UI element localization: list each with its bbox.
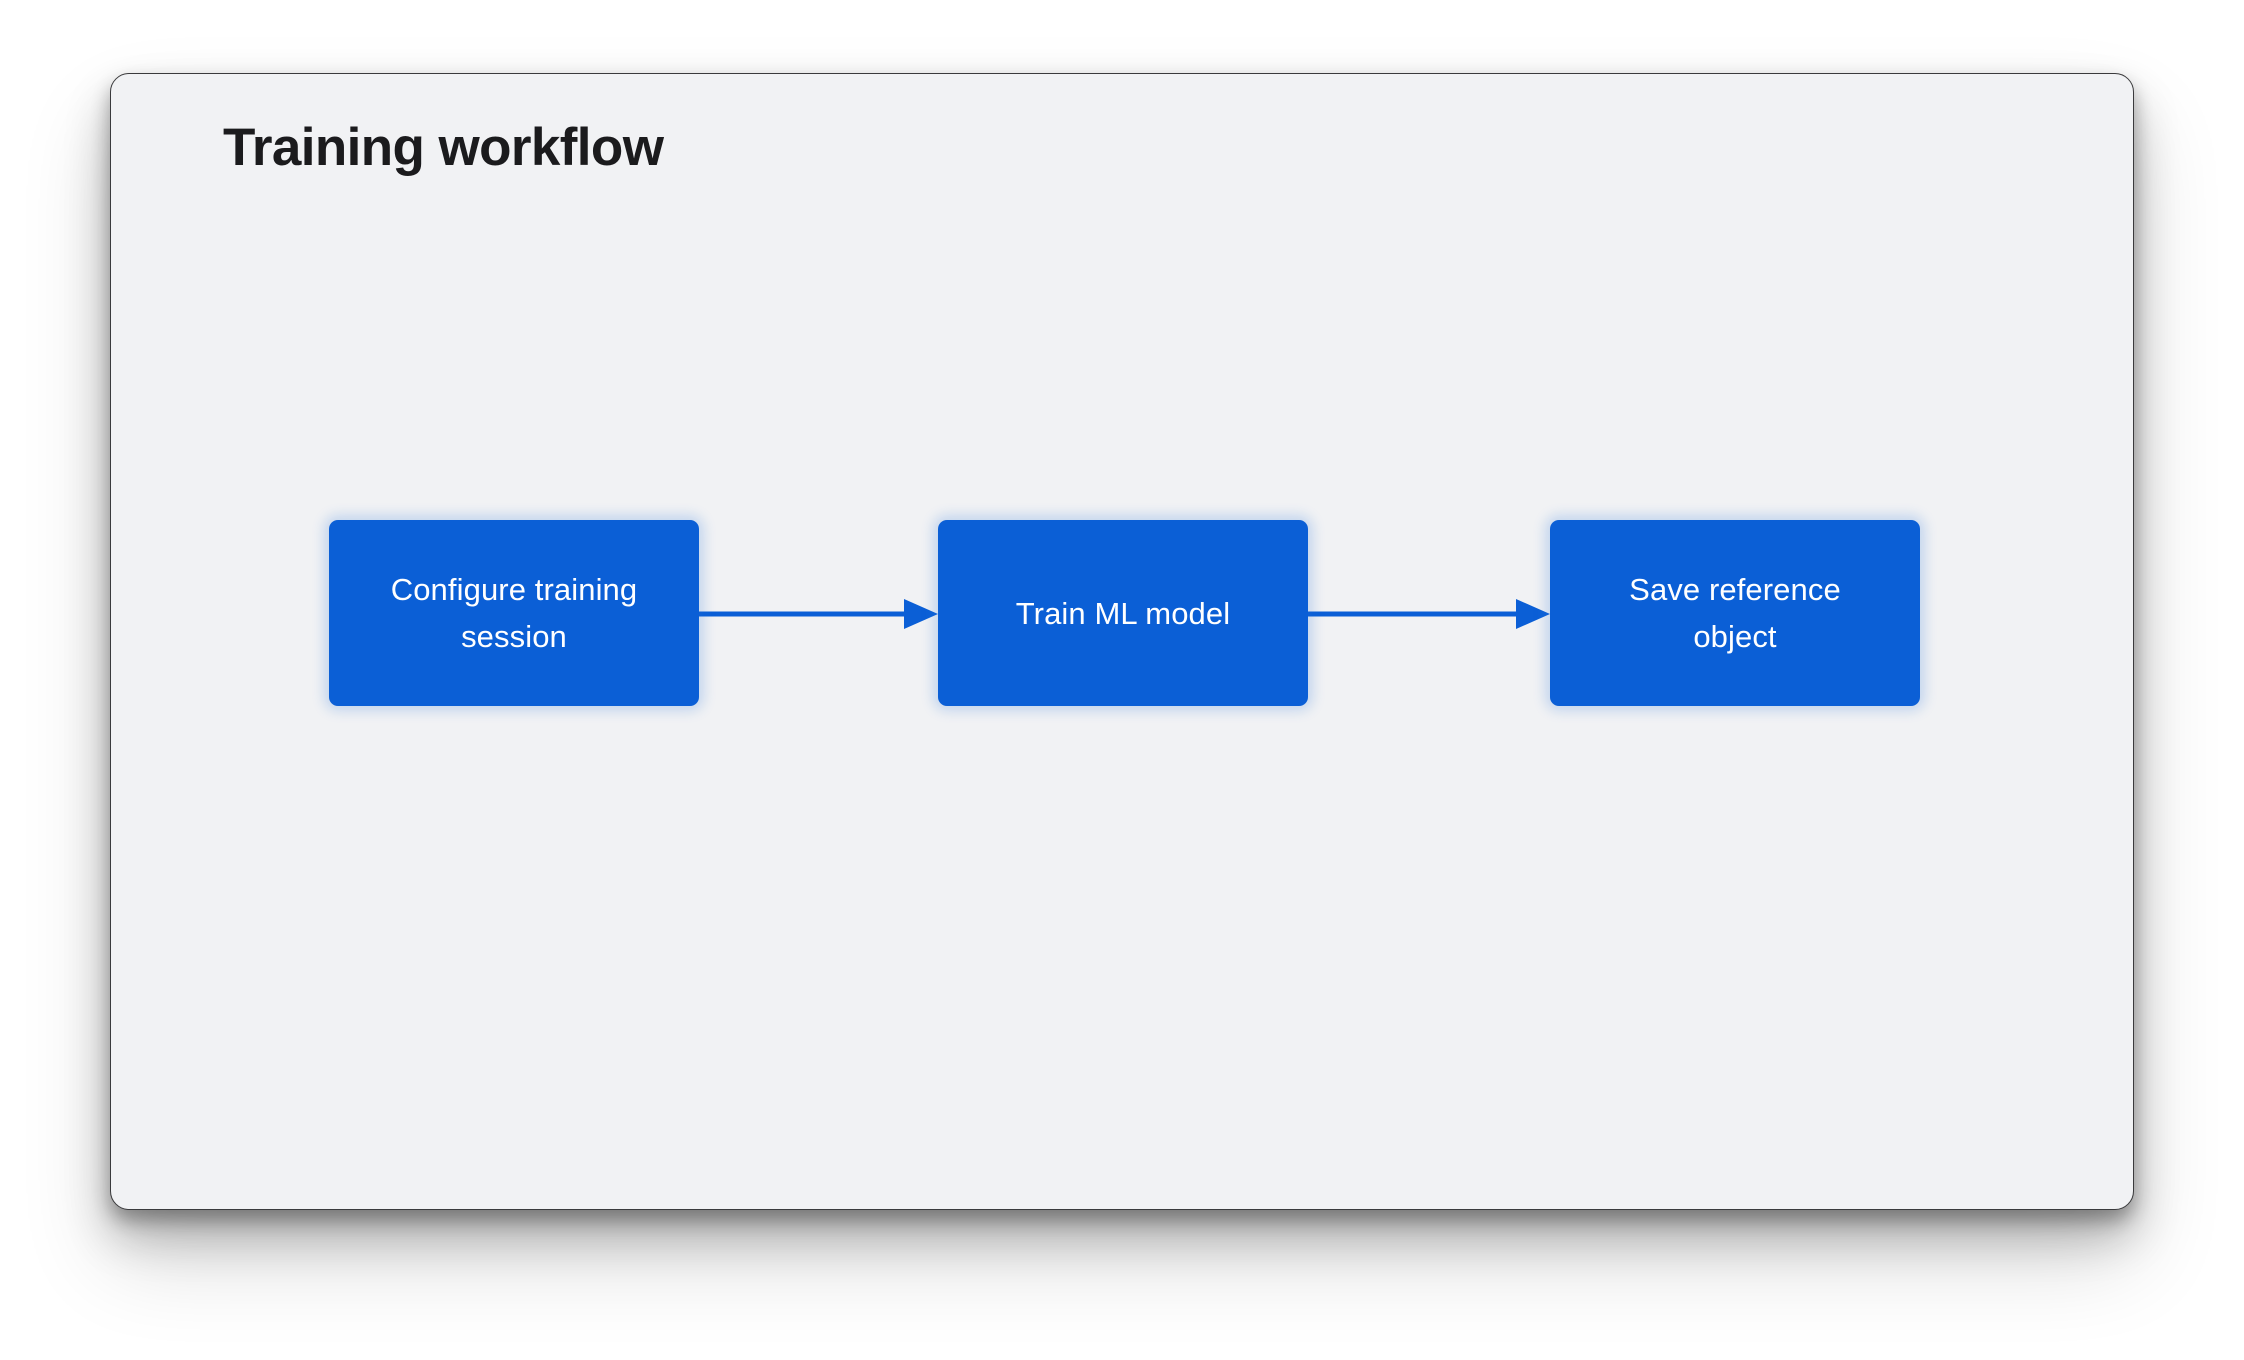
flow-node-save-reference-object[interactable]: Save reference object: [1550, 520, 1920, 706]
flow-node-label: Save reference object: [1629, 572, 1841, 654]
flowchart-canvas: Configure training session Train ML mode…: [111, 74, 2135, 1211]
arrowhead-icon: [1516, 599, 1550, 629]
flow-node-label: Configure training session: [390, 572, 638, 654]
edge-train-to-save: [1308, 599, 1550, 629]
flow-node-train-ml-model[interactable]: Train ML model: [938, 520, 1308, 706]
flow-node-configure-training-session[interactable]: Configure training session: [329, 520, 699, 706]
flow-node-label: Train ML model: [1015, 595, 1231, 631]
edge-configure-to-train: [699, 599, 938, 629]
diagram-card: Training workflow Configure training ses…: [110, 73, 2134, 1210]
arrowhead-icon: [904, 599, 938, 629]
page-title: Training workflow: [223, 118, 664, 177]
